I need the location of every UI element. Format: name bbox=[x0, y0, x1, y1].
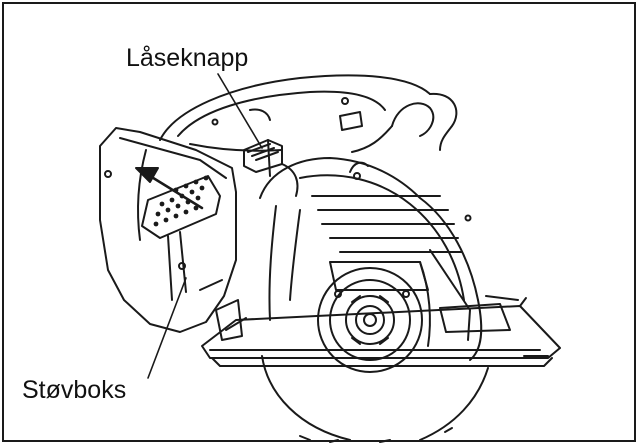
dust-box-vents bbox=[153, 175, 209, 227]
saw-blade bbox=[261, 355, 489, 443]
leader-lines bbox=[147, 73, 263, 379]
base-plate bbox=[201, 295, 561, 367]
lock-button-label: Låseknapp bbox=[126, 44, 249, 72]
blade-guard bbox=[259, 157, 483, 361]
dust-box-label: Støvboks bbox=[22, 376, 127, 404]
leader-dust-box bbox=[147, 277, 187, 379]
saw-housing bbox=[159, 74, 458, 153]
removal-arrow bbox=[135, 167, 204, 210]
figure-frame bbox=[2, 2, 636, 442]
leader-lock-button bbox=[217, 73, 263, 149]
lock-button-part bbox=[243, 139, 299, 197]
blade-arbor bbox=[317, 267, 423, 373]
dust-box bbox=[99, 127, 237, 333]
